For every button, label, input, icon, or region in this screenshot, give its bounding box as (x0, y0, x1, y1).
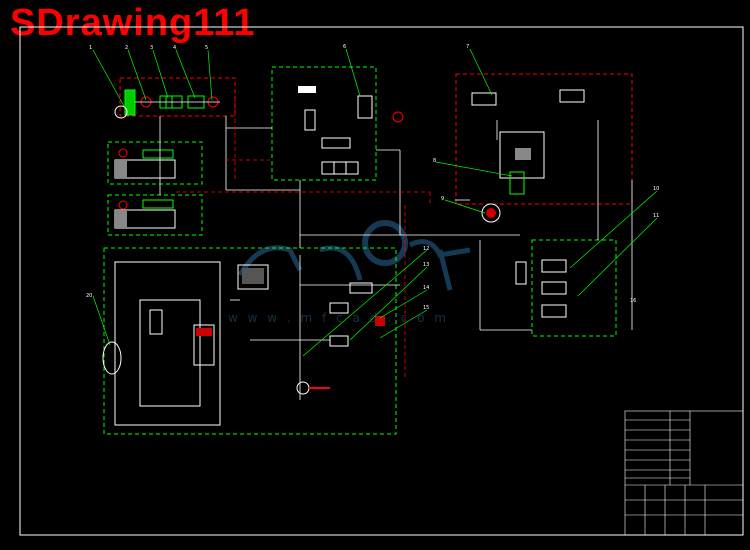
cylinder-block-1 (107, 141, 203, 185)
valve-block-6 (271, 66, 404, 181)
callout-9: 9 (441, 196, 444, 202)
callout-16: 16 (630, 298, 636, 304)
callout-14: 14 (423, 285, 429, 291)
site-watermark-url: w w w . m f c a d . c o m (228, 311, 449, 325)
pump-unit-top (114, 77, 236, 119)
callout-5: 5 (205, 45, 208, 51)
hydraulic-lines (159, 116, 633, 400)
callout-13: 13 (423, 262, 429, 268)
leader-lines (92, 48, 658, 357)
site-watermark-logo: w w w . m f c a d . c o m (228, 220, 471, 325)
drawing-border (19, 26, 744, 536)
tank-circuit (102, 247, 397, 435)
callout-11: 11 (653, 213, 659, 219)
callout-6: 6 (343, 44, 346, 50)
valve-block-10-11 (515, 239, 617, 337)
title-block (624, 410, 744, 536)
callout-10: 10 (653, 186, 659, 192)
callout-3: 3 (150, 45, 153, 51)
callout-8: 8 (433, 158, 436, 164)
callout-15: 15 (423, 305, 429, 311)
callout-1: 1 (89, 45, 92, 51)
callout-12: 12 (423, 246, 429, 252)
callout-4: 4 (173, 45, 176, 51)
watermark-title: SDrawing111 (10, 2, 256, 44)
callout-2: 2 (125, 45, 128, 51)
callout-7: 7 (466, 44, 469, 50)
callout-20: 20 (86, 293, 92, 299)
red-pressure-lines (176, 98, 431, 380)
cylinder-block-2 (107, 194, 203, 236)
callout-labels: 1 2 3 4 5 6 7 8 9 10 11 12 13 14 15 16 2… (86, 44, 659, 311)
valve-block-right (455, 73, 633, 223)
